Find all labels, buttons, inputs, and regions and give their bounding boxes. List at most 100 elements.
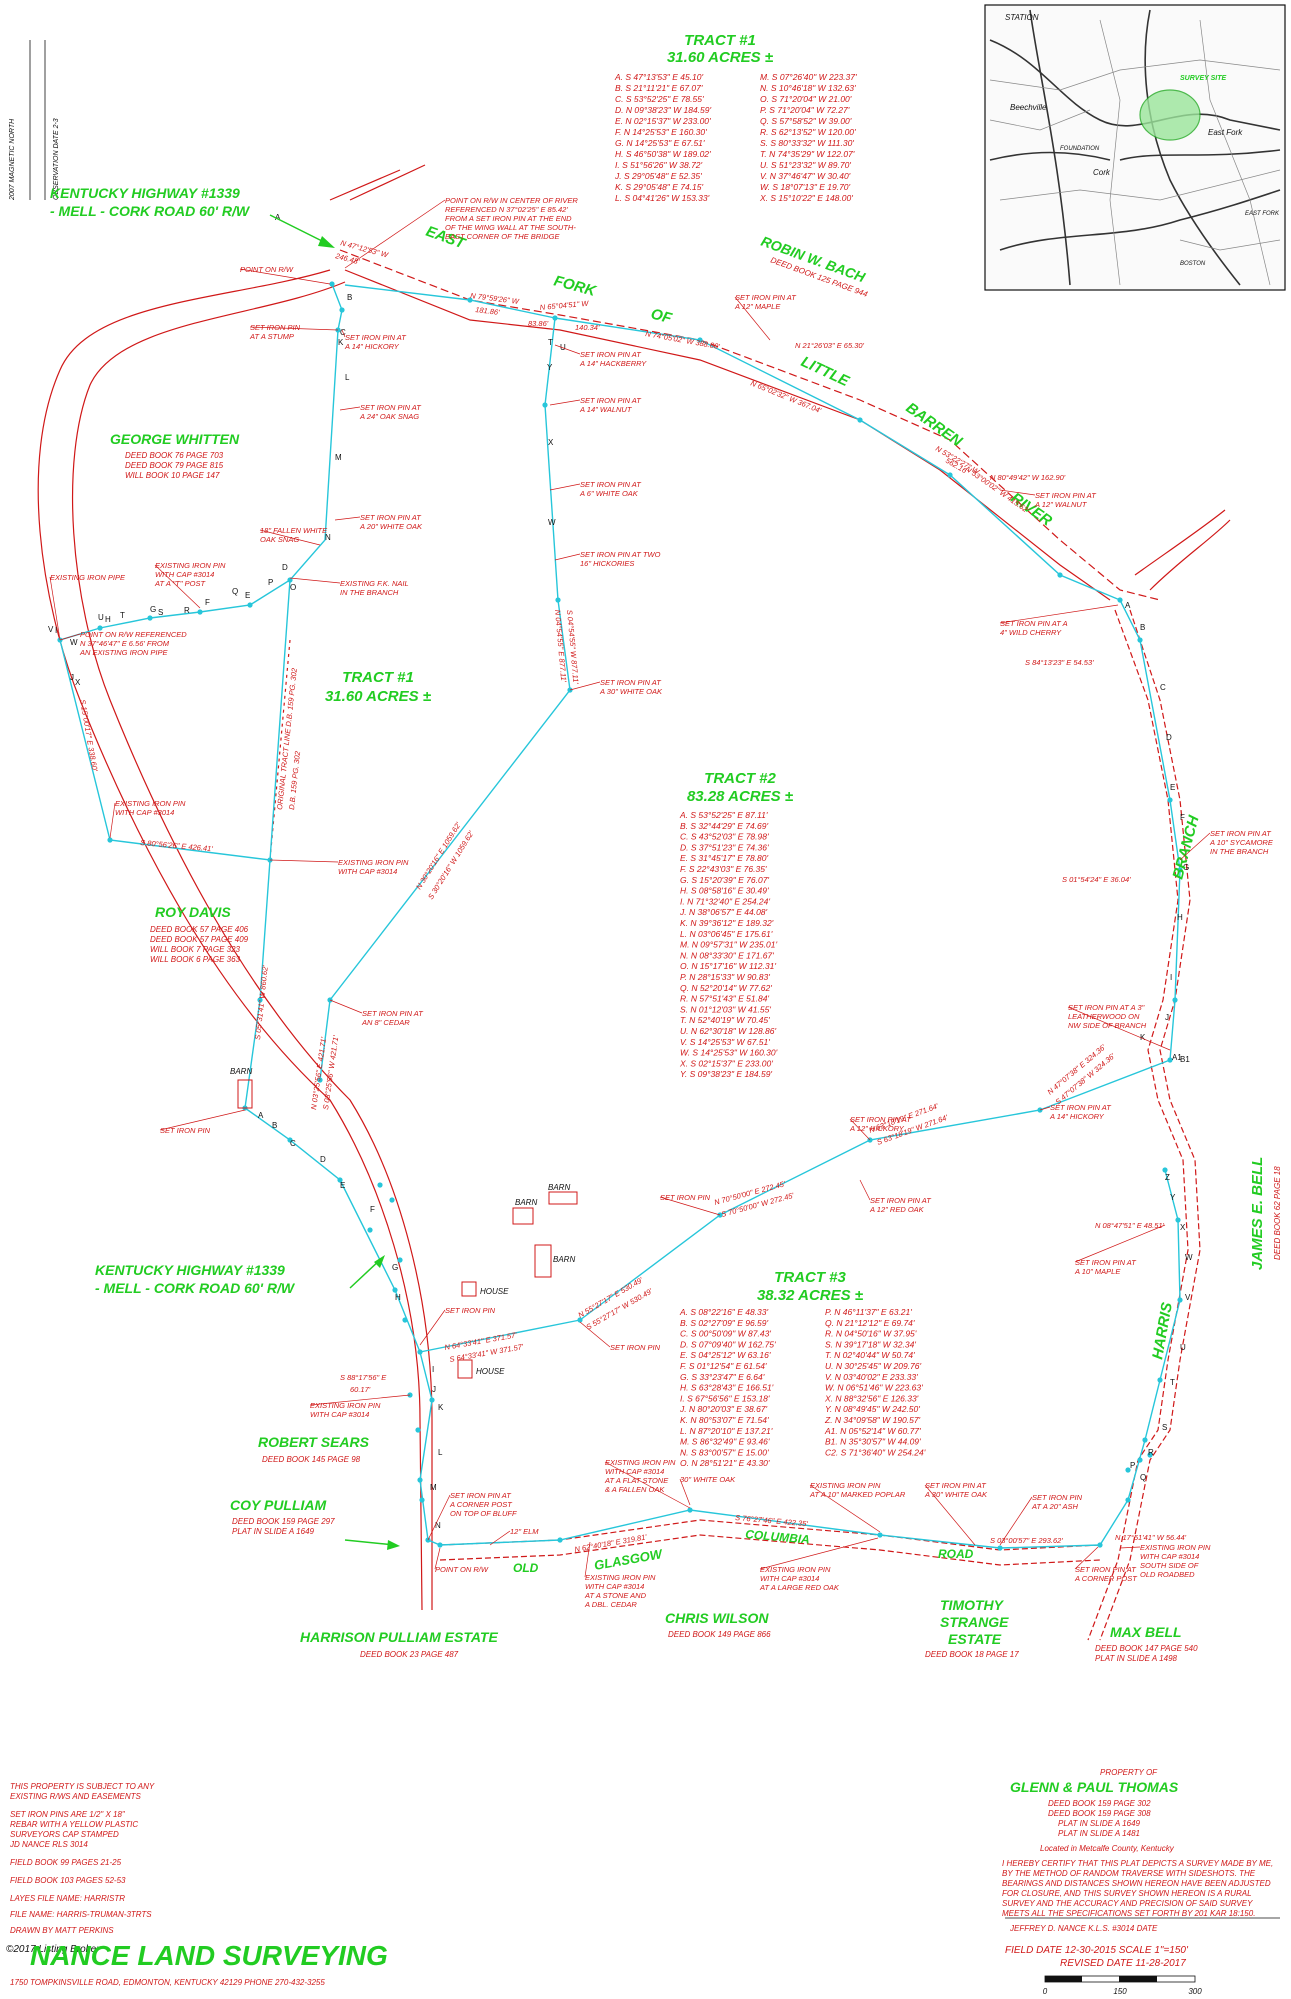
- call-row: J. N 80°20'03" E 38.67': [679, 1404, 768, 1414]
- survey-point: [97, 625, 103, 631]
- annotation-existing_pin_sears: EXISTING IRON PIN: [310, 1401, 381, 1410]
- leader-line: [554, 553, 581, 561]
- survey-point: [415, 1427, 421, 1433]
- owner-strange-ref: DEED BOOK 18 PAGE 17: [925, 1650, 1019, 1659]
- annotation-river_point: REFERENCED N 37°02'25" E 85.42': [445, 205, 568, 214]
- leader-line: [159, 1109, 246, 1131]
- annotation-set_pin_stump: AT A STUMP: [249, 332, 294, 341]
- annotation-set_pin_6_white_oak: SET IRON PIN AT: [580, 480, 642, 489]
- annotation-set_pin_12_red_oak: A 12" RED OAK: [869, 1205, 925, 1214]
- owner-davis: ROY DAVIS DEED BOOK 57 PAGE 406 DEED BOO…: [150, 904, 249, 964]
- annotation-set_pin_12_hickory: SET IRON PIN AT: [850, 1115, 912, 1124]
- owner-davis-ref3: WILL BOOK 7 PAGE 323: [150, 945, 241, 954]
- annotation-rw_ref: AN EXISTING IRON PIPE: [79, 648, 169, 657]
- annotation-set_pin_12_walnut: SET IRON PIN AT: [1035, 491, 1097, 500]
- call-row: B. S 21°11'21" E 67.07': [615, 83, 703, 93]
- bearing-l_n6504: N 65°04'51" W: [539, 299, 589, 312]
- survey-point: [287, 1137, 293, 1143]
- point-letter: W: [70, 638, 78, 647]
- owner-pulliam: COY PULLIAM DEED BOOK 159 PAGE 297 PLAT …: [230, 1497, 400, 1550]
- annotation-existing_pin_poplar: AT A 10" MARKED POPLAR: [809, 1490, 906, 1499]
- tract1-map-acres: 31.60 ACRES ±: [325, 688, 432, 705]
- point-letter: U: [1180, 1343, 1186, 1352]
- call-row: F. S 22°43'03" E 76.35': [680, 864, 767, 874]
- call-row: V. S 14°25'53" W 67.51': [680, 1037, 770, 1047]
- call-row: Q. N 21°12'12" E 69.74': [825, 1318, 915, 1328]
- call-row: X. S 15°10'22" E 148.00': [759, 193, 853, 203]
- survey-point: [287, 577, 293, 583]
- bearing-l_140: 140.34': [575, 323, 600, 332]
- house-label-2: HOUSE: [476, 1367, 505, 1376]
- note-pins-4: JD NANCE RLS 3014: [9, 1840, 88, 1849]
- call-row: L. N 03°06'45" E 175.61': [680, 929, 773, 939]
- vmap-label-cork: Cork: [1093, 168, 1111, 177]
- bearing-l_181: 181.86': [475, 305, 501, 317]
- bearing-l_s0300: S 03°00'57" E 293.62': [990, 1536, 1063, 1545]
- annotation-set_pin_10_maple: A 10" MAPLE: [1074, 1267, 1121, 1276]
- property-ref-1: DEED BOOK 159 PAGE 302: [1048, 1799, 1151, 1808]
- river-word-little: LITTLE: [798, 353, 852, 390]
- survey-point: [247, 602, 253, 608]
- annotation-set_pin_ash: SET IRON PIN: [1032, 1493, 1083, 1502]
- hwy-south-line2: - MELL - CORK ROAD 60' R/W: [95, 1280, 296, 1296]
- call-row: T. N 02°40'44" W 50.74': [825, 1350, 915, 1360]
- annotation-set_pin_10_maple: SET IRON PIN AT: [1075, 1258, 1137, 1267]
- call-row: L. S 04°41'26" W 153.33': [615, 193, 710, 203]
- point-letter: C: [1160, 683, 1166, 692]
- annotation-set_pin_8_cedar: SET IRON PIN AT: [362, 1009, 424, 1018]
- leader-line: [289, 577, 341, 584]
- point-letter: T: [548, 338, 553, 347]
- annotation-existing_pin_flat_stone: & A FALLEN OAK: [605, 1485, 665, 1494]
- call-row: Y. N 08°49'45" W 242.50': [825, 1404, 920, 1414]
- annotation-set_pin_leatherwood: LEATHERWOOD ON: [1068, 1012, 1140, 1021]
- annotation-set_pin_leatherwood: SET IRON PIN AT A 3": [1068, 1003, 1145, 1012]
- owner-sears: ROBERT SEARS DEED BOOK 145 PAGE 98: [258, 1434, 370, 1464]
- call-row: E. S 04°25'12" W 63.16': [680, 1350, 771, 1360]
- annotation-set_iron_pin4: SET IRON PIN: [610, 1343, 661, 1352]
- survey-point: [1097, 1542, 1103, 1548]
- survey-point: [1125, 1467, 1131, 1473]
- point-letter: Z: [1165, 1173, 1170, 1182]
- annotation-set_pin_ash: AT A 20" ASH: [1031, 1502, 1078, 1511]
- survey-point: [417, 1477, 423, 1483]
- north-arrow: 2007 MAGNETIC NORTH OBSERVATION DATE 2-3: [9, 40, 60, 201]
- point-letter: R: [184, 606, 190, 615]
- point-letter: E: [245, 591, 250, 600]
- point-letter: G: [1183, 863, 1189, 872]
- survey-point: [552, 315, 558, 321]
- survey-point: [1172, 997, 1178, 1003]
- survey-point: [1177, 867, 1183, 873]
- annotation-set_pin_30_white_oak_c: A 30" WHITE OAK: [599, 687, 663, 696]
- tract3-acres: 38.32 ACRES ±: [757, 1287, 864, 1304]
- barn-label-4: BARN: [553, 1255, 575, 1264]
- call-row: U. N 30°25'45" W 209.76': [825, 1361, 922, 1371]
- call-row: G. S 33°23'47" E 6.64': [680, 1372, 765, 1382]
- leader-line: [1074, 1546, 1099, 1570]
- call-row: S. N 39°17'18" W 32.34': [825, 1339, 916, 1349]
- leader-line: [759, 1537, 879, 1570]
- annotation-set_pin_leatherwood: NW SIDE OF BRANCH: [1068, 1021, 1147, 1030]
- annotation-existing_pin_stone: WITH CAP #3014: [585, 1582, 644, 1591]
- survey-point: [389, 1197, 395, 1203]
- point-letter: T: [1170, 1378, 1175, 1387]
- annotation-set_pin_24_oak: A 24" OAK SNAG: [359, 412, 419, 421]
- point-letter: A: [258, 1111, 264, 1120]
- point-letter: R: [1148, 1448, 1154, 1457]
- property-ref-4: PLAT IN SLIDE A 1481: [1058, 1829, 1140, 1838]
- annotation-set_iron_pin3: SET IRON PIN: [445, 1306, 496, 1315]
- point-letter: S: [158, 608, 163, 617]
- leader-line: [59, 633, 81, 641]
- owner-max-bell-name: MAX BELL: [1110, 1624, 1182, 1640]
- call-row: O. N 15°17'16" W 112.31': [680, 961, 776, 971]
- point-letter: I: [55, 626, 57, 635]
- owner-bach: ROBIN W. BACH DEED BOOK 125 PAGE 944: [759, 233, 869, 299]
- old-road-word-glasgow: GLASGOW: [593, 1546, 665, 1573]
- leader-line: [1039, 1106, 1051, 1111]
- leader-line: [859, 1179, 871, 1201]
- owner-james-bell-ref: DEED BOOK 62 PAGE 18: [1273, 1166, 1282, 1260]
- house-north: [461, 1281, 477, 1297]
- annotation-set_pin_14_hickory_r: SET IRON PIN AT: [1050, 1103, 1112, 1112]
- survey-point: [257, 997, 263, 1003]
- point-letter: V: [48, 625, 54, 634]
- leader-line: [434, 1547, 441, 1570]
